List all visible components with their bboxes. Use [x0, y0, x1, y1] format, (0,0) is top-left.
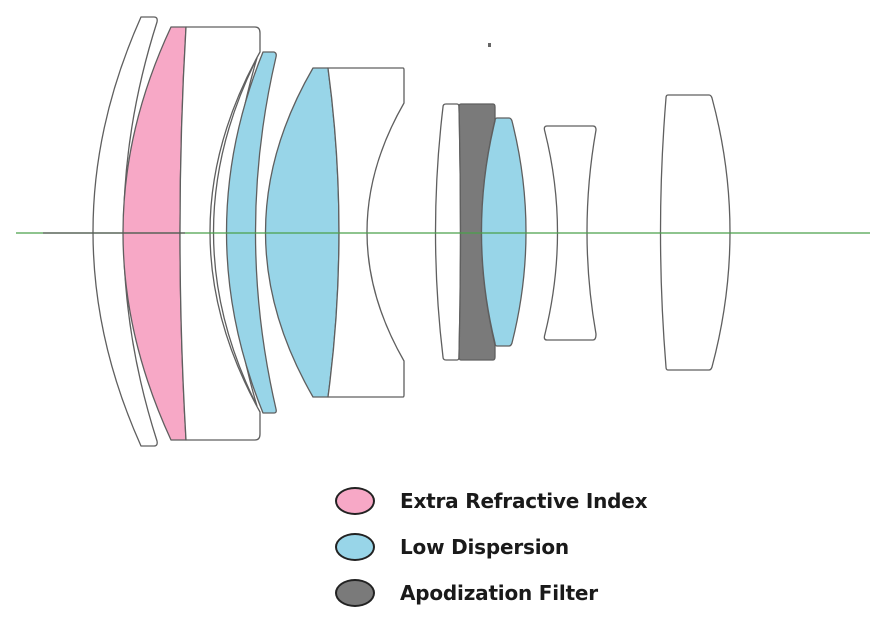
grey-ellipse-swatch-icon [335, 579, 375, 607]
legend-label: Low Dispersion [400, 535, 569, 559]
legend-item-extra-refractive-index: Extra Refractive Index [335, 478, 648, 524]
blue-ellipse-swatch-icon [335, 533, 375, 561]
legend: Extra Refractive Index Low Dispersion Ap… [335, 478, 648, 616]
legend-item-apodization-filter: Apodization Filter [335, 570, 647, 616]
stray-mark [488, 43, 491, 47]
lens-element-1 [92, 16, 158, 447]
legend-label: Extra Refractive Index [400, 489, 648, 513]
pink-ellipse-swatch-icon [335, 487, 375, 515]
legend-label: Apodization Filter [400, 581, 598, 605]
legend-item-low-dispersion: Low Dispersion [335, 524, 647, 570]
lens-element-10 [480, 117, 527, 347]
lens-element-8 [434, 103, 462, 361]
